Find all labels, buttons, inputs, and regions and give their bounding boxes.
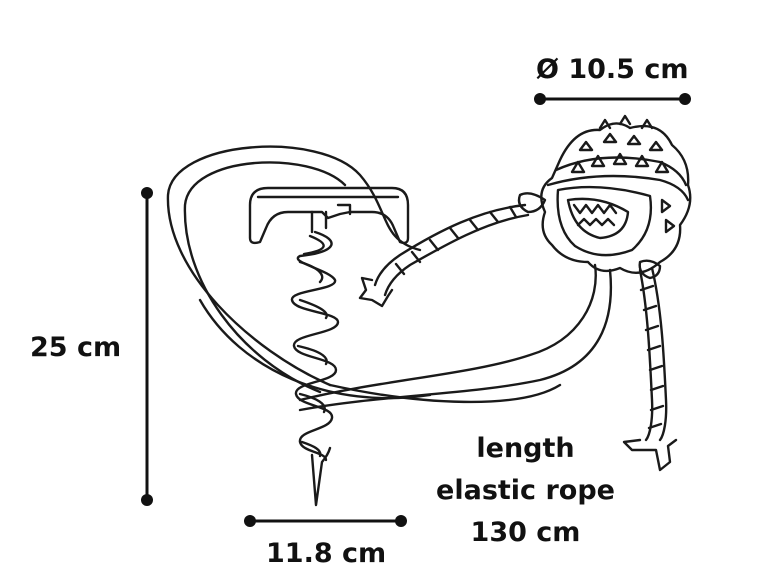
rope-length-line1: length bbox=[476, 433, 575, 464]
elastic-rope-icon bbox=[166, 145, 612, 412]
diameter-dimension-line bbox=[534, 93, 691, 105]
ball-toy-icon bbox=[517, 114, 692, 280]
rope-length-line3: 130 cm bbox=[470, 517, 581, 548]
rope-right-icon bbox=[622, 266, 678, 472]
ground-anchor-icon bbox=[248, 186, 410, 507]
height-label: 25 cm bbox=[30, 332, 122, 363]
rope-left-icon bbox=[358, 203, 530, 308]
width-label: 11.8 cm bbox=[266, 538, 387, 569]
height-dimension-line bbox=[141, 187, 153, 506]
rope-length-label: length elastic rope 130 cm bbox=[418, 428, 633, 554]
rope-length-line2: elastic rope bbox=[436, 475, 615, 506]
diameter-label: Ø 10.5 cm bbox=[536, 54, 689, 85]
width-dimension-line bbox=[244, 515, 407, 527]
